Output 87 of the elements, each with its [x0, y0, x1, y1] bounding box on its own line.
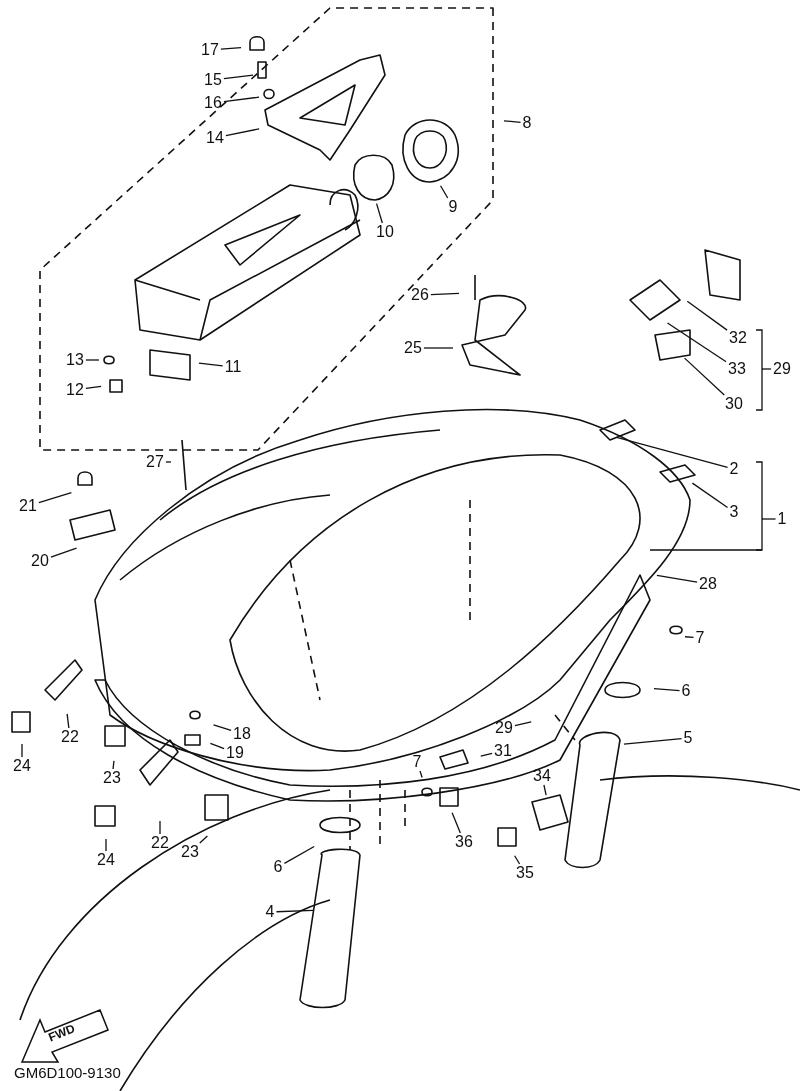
leader-line: [761, 518, 777, 520]
callout-number: 28: [697, 575, 719, 593]
part-code: GM6D100-9130: [14, 1064, 121, 1081]
leader-line: [666, 322, 727, 363]
callout-number: 29: [493, 719, 515, 737]
leader-line: [165, 461, 172, 463]
leader-line: [212, 724, 232, 732]
callout-number: 24: [95, 851, 117, 869]
callout-number: 23: [179, 843, 201, 861]
leader-line: [423, 347, 454, 349]
callout-number: 20: [29, 552, 51, 570]
leader-line: [225, 128, 260, 137]
callout-number: 24: [11, 757, 33, 775]
callout-number: 6: [679, 682, 693, 700]
leader-line: [85, 359, 100, 361]
callout-number: 3: [727, 503, 741, 521]
leader-line: [283, 845, 315, 864]
callout-number: 13: [64, 351, 86, 369]
callout-number: 32: [727, 329, 749, 347]
callout-number: 26: [409, 286, 431, 304]
callout-number: 33: [726, 360, 748, 378]
callout-number: 27: [144, 453, 166, 471]
leader-line: [223, 96, 260, 103]
leader-line: [198, 362, 224, 367]
leader-line: [683, 357, 725, 396]
callout-number: 18: [231, 725, 253, 743]
leader-line: [686, 300, 728, 331]
leader-line: [159, 820, 161, 835]
callout-number: 25: [402, 339, 424, 357]
leader-line: [684, 636, 695, 639]
leader-line: [623, 737, 683, 745]
callout-number: 35: [514, 864, 536, 882]
leader-line: [514, 721, 532, 727]
callout-number: 22: [59, 728, 81, 746]
leader-line: [430, 292, 460, 296]
leader-line: [66, 713, 70, 729]
callout-number: 22: [149, 834, 171, 852]
leader-line: [275, 909, 314, 913]
leader-line: [112, 760, 115, 770]
callout-number: 2: [727, 460, 741, 478]
callout-number: 15: [202, 71, 224, 89]
leader-line: [21, 743, 23, 758]
callout-number: 12: [64, 381, 86, 399]
callout-number: 14: [204, 129, 226, 147]
callout-number: 19: [224, 744, 246, 762]
leader-line: [105, 838, 107, 852]
bracket: [755, 461, 763, 551]
callout-number: 21: [17, 497, 39, 515]
callout-number: 4: [263, 903, 277, 921]
callout-number: 7: [410, 753, 424, 771]
leader-line: [85, 385, 102, 390]
callout-number: 30: [723, 395, 745, 413]
callout-number: 5: [681, 729, 695, 747]
callout-number: 8: [520, 114, 534, 132]
callout-number: 1: [775, 510, 789, 528]
callout-number: 9: [446, 198, 460, 216]
direction-label: FWD: [46, 1021, 77, 1045]
leader-line: [451, 812, 461, 834]
leader-line: [439, 185, 449, 199]
leader-line: [50, 547, 78, 558]
leader-line: [691, 482, 729, 509]
callout-number: 23: [101, 769, 123, 787]
leader-line: [514, 855, 521, 865]
leader-line: [656, 574, 698, 583]
leader-line: [209, 742, 225, 750]
callout-number: 17: [199, 41, 221, 59]
leader-line: [199, 835, 208, 844]
callout-number: 31: [492, 742, 514, 760]
leader-line: [503, 120, 522, 124]
callout-number: 10: [374, 223, 396, 241]
leader-line: [419, 770, 423, 779]
callout-number: 29: [771, 360, 793, 378]
leader-line: [761, 368, 772, 370]
leader-line: [653, 688, 681, 692]
leader-line: [616, 436, 729, 468]
callout-number: 6: [271, 858, 285, 876]
leader-line: [38, 492, 73, 504]
leader-line: [220, 47, 242, 50]
callout-number: 11: [222, 358, 244, 376]
bracket: [755, 329, 763, 411]
callout-number: 7: [693, 629, 707, 647]
leader-line: [543, 784, 547, 796]
callout-number: 16: [202, 94, 224, 112]
leader-line: [480, 752, 493, 757]
leader-line: [223, 74, 254, 80]
callout-number: 36: [453, 833, 475, 851]
leader-line: [375, 203, 383, 224]
